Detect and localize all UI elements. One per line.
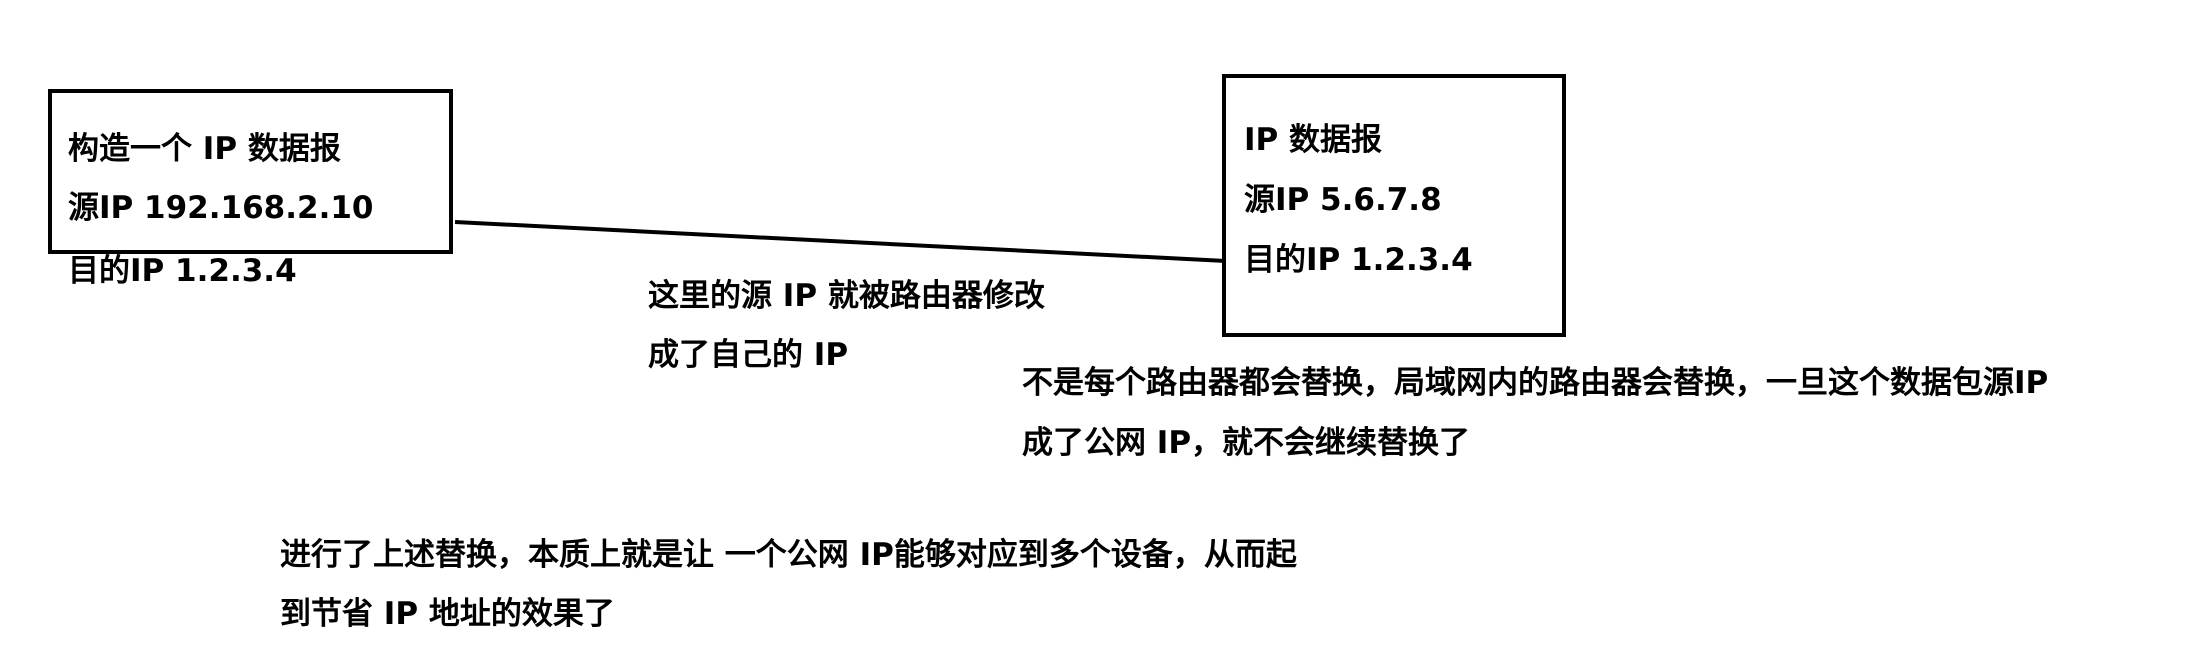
middle-note-line2: 成了自己的 IP: [648, 337, 849, 373]
bottom-note-line1: 进行了上述替换，本质上就是让 一个公网 IP能够对应到多个设备，从而起: [280, 537, 1297, 573]
right-note-line1: 不是每个路由器都会替换，局域网内的路由器会替换，一旦这个数据包源IP: [1022, 365, 2049, 401]
middle-note-line1: 这里的源 IP 就被路由器修改: [648, 278, 1045, 314]
right-datagram-box: [1222, 74, 1566, 337]
right-box-dest-ip: 目的IP 1.2.3.4: [1244, 242, 1473, 278]
right-note-line2: 成了公网 IP，就不会继续替换了: [1022, 425, 1471, 461]
left-box-title: 构造一个 IP 数据报: [68, 131, 341, 167]
right-box-source-ip: 源IP 5.6.7.8: [1244, 182, 1442, 218]
connector-line: [454, 220, 1227, 263]
left-datagram-box: [48, 89, 453, 254]
left-box-source-ip: 源IP 192.168.2.10: [68, 190, 374, 226]
left-box-dest-ip: 目的IP 1.2.3.4: [68, 253, 297, 289]
bottom-note-line2: 到节省 IP 地址的效果了: [280, 596, 615, 632]
right-box-title: IP 数据报: [1244, 122, 1383, 158]
